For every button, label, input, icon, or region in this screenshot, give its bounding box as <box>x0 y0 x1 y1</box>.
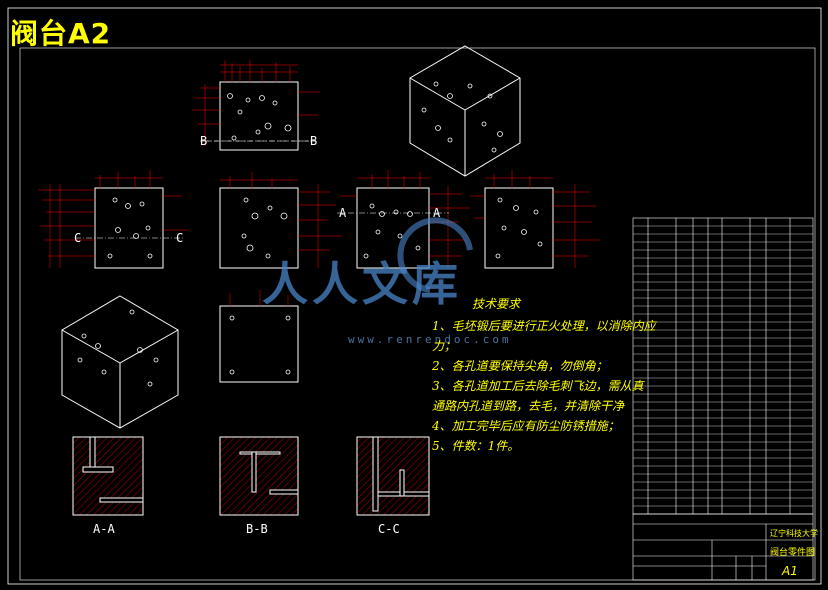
view-3 <box>356 187 430 269</box>
title-block-university: 辽宁科技大学 <box>770 529 818 538</box>
cut-marker-b-right: B <box>310 134 318 148</box>
section-bb <box>219 436 299 516</box>
watermark-brand: 人人文库 <box>262 257 462 311</box>
watermark-url: www.renrendoc.com <box>348 333 512 346</box>
watermark-logo <box>397 217 473 293</box>
cut-marker-c-right: C <box>176 231 184 245</box>
cut-marker-a-left: A <box>339 206 347 220</box>
title-block <box>632 513 814 581</box>
drawing-title: 阀台A2 <box>10 17 112 50</box>
cut-marker-a-right: A <box>433 206 441 220</box>
inner-border <box>19 47 816 581</box>
section-label-bb: B-B <box>246 522 268 536</box>
tech-req-heading: 技术要求 <box>472 297 521 311</box>
title-block-sheet-size: A1 <box>782 564 798 578</box>
iso-cube-left <box>61 295 179 429</box>
outer-border <box>7 7 822 585</box>
section-cc <box>356 436 430 516</box>
section-label-aa: A-A <box>93 522 115 536</box>
tech-req-line: 1、毛坯锻后要进行正火处理，以消除内应 <box>432 319 656 333</box>
view-4 <box>484 187 554 269</box>
cut-marker-c-left: C <box>74 231 82 245</box>
tech-req-line: 通路内孔道到路，去毛，并清除干净 <box>432 399 625 413</box>
title-block-part-name: 阀台零件图 <box>770 548 816 558</box>
dimension-lines <box>38 170 600 306</box>
cut-marker-b-left: B <box>200 134 208 148</box>
view-5 <box>219 305 299 383</box>
section-label-cc: C-C <box>378 522 400 536</box>
view-2 <box>219 187 299 269</box>
holes <box>77 81 543 387</box>
parts-list <box>632 217 814 515</box>
iso-cube-top <box>409 45 521 177</box>
tech-req-line: 5、件数：1件。 <box>432 439 520 453</box>
tech-req-line: 3、各孔道加工后去除毛刺飞边，需从真 <box>432 379 644 393</box>
view-1 <box>94 187 164 269</box>
tech-req-line: 4、加工完毕后应有防尘防锈措施； <box>432 419 620 433</box>
section-aa <box>72 436 144 516</box>
center-lines <box>75 140 449 239</box>
tech-req-line: 力； <box>432 339 457 353</box>
parts-list-rows <box>633 225 813 507</box>
tech-req-line: 2、各孔道要保持尖角，勿倒角； <box>432 359 608 373</box>
top-view-dims <box>192 60 320 146</box>
